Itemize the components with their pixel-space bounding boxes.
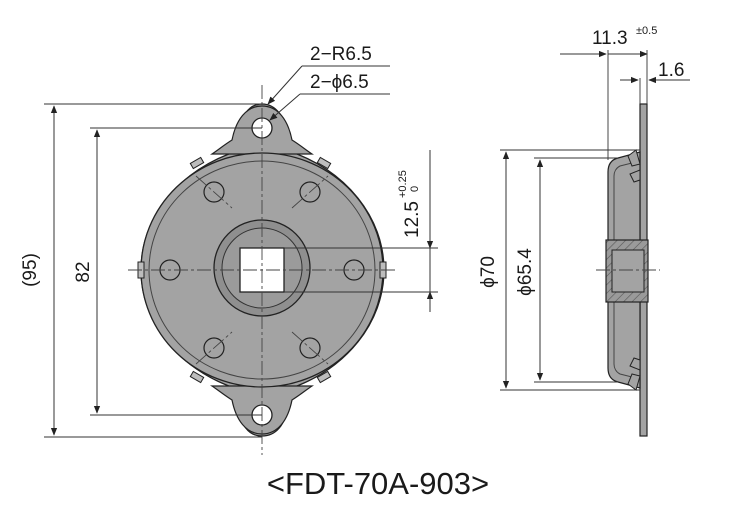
- callout-radius: 2−R6.5: [310, 44, 372, 65]
- extension-lines: [44, 103, 438, 438]
- dim-outer-diameter: ϕ70: [478, 256, 499, 288]
- dim-overall-thickness-tol: ±0.5: [636, 25, 657, 37]
- dim-overall-thickness: 11.3: [592, 28, 628, 49]
- dim-hole-pitch: 82: [73, 261, 94, 282]
- dim-flange-thickness: 1.6: [658, 60, 684, 81]
- model-label: <FDT-70A-903>: [267, 466, 489, 501]
- leader-callouts: [267, 65, 390, 121]
- dim-square-group: 12.5 +0.25 0: [397, 170, 423, 238]
- hub-section-bore: [611, 249, 645, 293]
- side-clips: [627, 149, 641, 391]
- center-lines: [128, 85, 396, 455]
- dim-overall-height: (95): [20, 253, 41, 287]
- side-view: 11.3 ±0.5 1.6 ϕ70 ϕ65.4: [478, 25, 690, 437]
- front-view: (95) 82 12.5 +0.25 0 2−R6.5 2−ϕ6.5: [20, 44, 438, 455]
- dim-inner-diameter: ϕ65.4: [515, 248, 536, 296]
- side-extension-lines: [500, 50, 648, 391]
- dim-square: 12.5: [402, 201, 423, 238]
- dim-square-tol-upper: +0.25: [397, 170, 409, 198]
- dim-square-tol-lower: 0: [409, 186, 421, 192]
- callout-hole: 2−ϕ6.5: [310, 72, 369, 93]
